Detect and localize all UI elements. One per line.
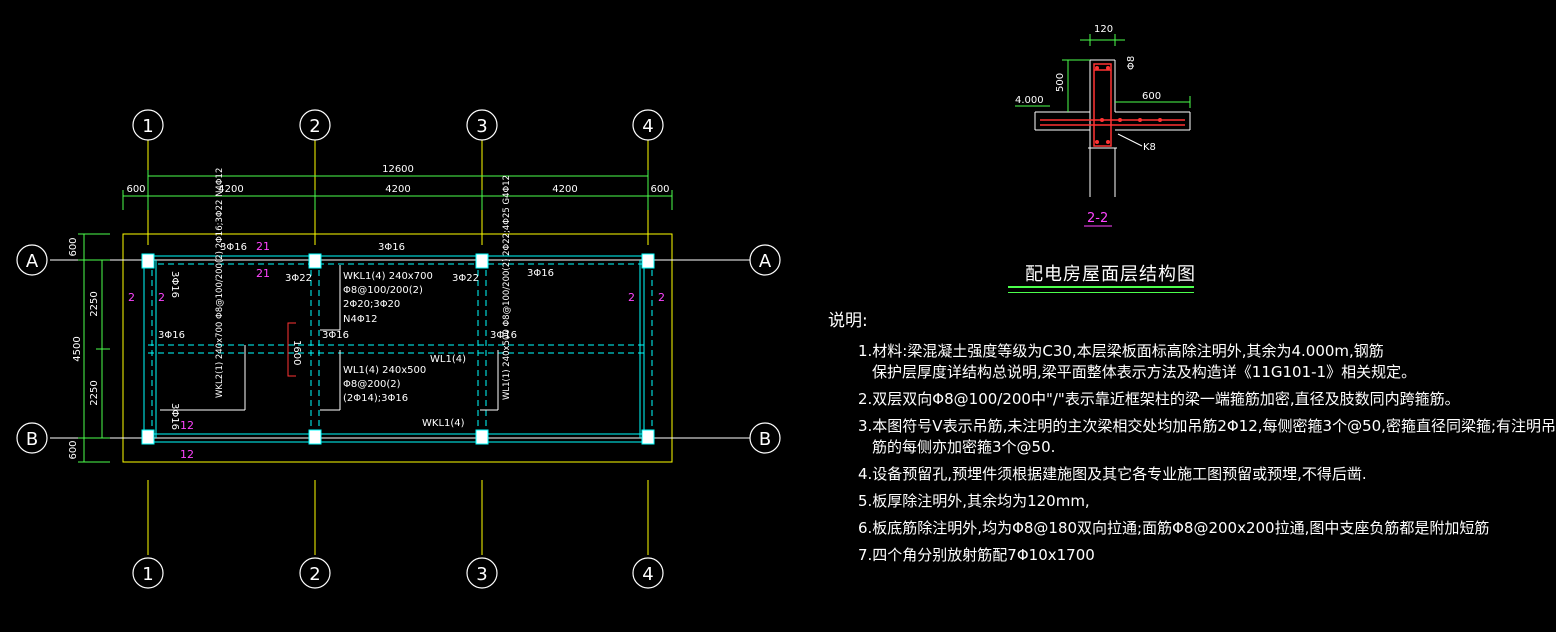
axis-label-A-right: A <box>759 251 772 272</box>
section-mark-12-b: 12 <box>180 448 194 461</box>
dim-left-1: 2250 <box>89 291 100 316</box>
label-mid-center: 3Φ16 <box>322 330 349 341</box>
section-mark-21-a: 21 <box>256 240 270 253</box>
dim-top-2: 4200 <box>385 184 410 195</box>
label-mid-right: 3Φ16 <box>490 330 517 341</box>
top-dimensions <box>122 170 673 210</box>
structure-drawing: 1 2 3 4 1 2 3 4 A B A B 12600 600 4200 4… <box>16 24 1191 589</box>
grid-lines <box>147 140 649 555</box>
axis-bubble-B-right <box>749 422 781 454</box>
label-wl1-2: Φ8@200(2) <box>343 379 401 390</box>
section-mark-12-a: 12 <box>180 419 194 432</box>
section-detail: 120 500 600 4.000 Φ8 K8 2-2 <box>1015 24 1191 227</box>
axis-label-1-top: 1 <box>142 116 153 137</box>
label-wkl1-1: WKL1(4) 240x700 <box>343 271 433 282</box>
note-3-cont: 筋的每侧亦加密箍3个@50. <box>872 438 1056 456</box>
slab-outline <box>122 233 673 463</box>
axis-label-4-top: 4 <box>642 116 653 137</box>
axis-label-B-right: B <box>759 429 771 450</box>
axis-bubble-2-top <box>299 109 331 141</box>
axis-bubble-4-bottom <box>632 557 664 589</box>
axis-bubble-A-right <box>749 244 781 276</box>
label-wl1-1: WL1(4) 240x500 <box>343 365 426 376</box>
axis-bubble-1-bottom <box>132 557 164 589</box>
section-mark-2-left-a: 2 <box>128 291 135 304</box>
leader-lines <box>160 265 499 411</box>
axis-label-2-bottom: 2 <box>309 564 320 585</box>
section-dim-600: 600 <box>1142 91 1161 102</box>
axis-bubble-3-bottom <box>466 557 498 589</box>
dim-left-3: 600 <box>68 440 79 459</box>
axis-label-3-top: 3 <box>476 116 487 137</box>
note-4: 4.设备预留孔,预埋件须根据建施图及其它各专业施工图预留或预埋,不得后凿. <box>858 465 1367 483</box>
section-dim-120: 120 <box>1094 24 1113 35</box>
note-5: 5.板厚除注明外,其余均为120mm, <box>858 492 1090 510</box>
section-mark-2-left-b: 2 <box>158 291 165 304</box>
dim-top-0: 600 <box>126 184 145 195</box>
title-underline <box>1008 286 1194 288</box>
label-a1: 3Φ22 <box>285 273 312 284</box>
label-wkl1-bottom: WKL1(4) <box>422 418 465 429</box>
section-mark-21-b: 21 <box>256 267 270 280</box>
axis-label-A-left: A <box>26 251 39 272</box>
grid-lines-horizontal <box>50 259 750 439</box>
note-1-cont: 保护层厚度详结构总说明,梁平面整体表示方法及构造详《11G101-1》相关规定。 <box>872 363 1417 381</box>
dim-top-3: 4200 <box>552 184 577 195</box>
dim-top-4: 600 <box>650 184 669 195</box>
dim-left-0: 600 <box>68 237 79 256</box>
label-top-left: 3Φ16 <box>220 242 247 253</box>
label-left-v: 3Φ16 <box>169 271 180 298</box>
label-top-mid: 3Φ16 <box>378 242 405 253</box>
axis-label-2-top: 2 <box>309 116 320 137</box>
section-label: 2-2 <box>1087 211 1108 226</box>
note-2: 2.双层双向Φ8@100/200中"/"表示靠近框架柱的梁一端箍筋加密,直径及肢… <box>858 390 1460 408</box>
dim-left-total: 4500 <box>72 336 83 361</box>
note-1: 1.材料:梁混凝土强度等级为C30,本层梁板面标高除注明外,其余为4.000m,… <box>858 342 1384 360</box>
columns <box>141 253 655 445</box>
note-6: 6.板底筋除注明外,均为Φ8@180双向拉通;面筋Φ8@200x200拉通,图中… <box>858 519 1490 537</box>
notes-heading: 说明: <box>828 311 868 331</box>
section-rebar: Φ8 <box>1126 56 1137 70</box>
axis-bubble-B-left <box>16 422 48 454</box>
axis-label-4-bottom: 4 <box>642 564 653 585</box>
axis-bubble-2-bottom <box>299 557 331 589</box>
section-elev: 4.000 <box>1015 95 1044 106</box>
label-wl1-3: (2Φ14);3Φ16 <box>343 393 408 404</box>
label-left-v2: 3Φ16 <box>169 403 180 430</box>
label-wkl2-vertical: WKL2(1) 240x700 Φ8@100/200(2) 2Φ16;3Φ22 … <box>215 168 225 398</box>
axis-label-3-bottom: 3 <box>476 564 487 585</box>
dim-left-2: 2250 <box>89 380 100 405</box>
label-dim-1600: 1600 <box>291 340 302 365</box>
label-wkl1-3: 2Φ20;3Φ20 <box>343 299 400 310</box>
note-7: 7.四个角分别放射筋配7Φ10x1700 <box>858 546 1095 564</box>
section-mark-2-right-b: 2 <box>658 291 665 304</box>
axis-bubble-4-top <box>632 109 664 141</box>
label-wkl1-2: Φ8@100/200(2) <box>343 285 423 296</box>
notes-block: 说明: 1.材料:梁混凝土强度等级为C30,本层梁板面标高除注明外,其余为4.0… <box>828 306 1556 566</box>
section-dim-500: 500 <box>1055 73 1066 92</box>
dim-top-1: 4200 <box>218 184 243 195</box>
title-underline-thin <box>1008 292 1194 293</box>
left-dimensions <box>78 233 110 463</box>
label-a3: 3Φ16 <box>527 268 554 279</box>
label-wl1-vertical: WL1(1) 240x500 Φ8@100/200(2) 2Φ22;4Φ25 G… <box>502 175 512 400</box>
note-3: 3.本图符号V表示吊筋,未注明的主次梁相交处均加吊筋2Φ12,每侧密箍3个@50… <box>858 417 1556 435</box>
label-mid-left: 3Φ16 <box>158 330 185 341</box>
beams <box>143 255 653 443</box>
label-a2: 3Φ22 <box>452 273 479 284</box>
drawing-title: 配电房屋面层结构图 <box>1025 264 1196 285</box>
axis-bubble-1-top <box>132 109 164 141</box>
label-wkl1-4: N4Φ12 <box>343 314 377 325</box>
axis-bubble-A-left <box>16 244 48 276</box>
section-mark-2-right-a: 2 <box>628 291 635 304</box>
axis-label-1-bottom: 1 <box>142 564 153 585</box>
red-mark <box>287 322 296 377</box>
axis-label-B-left: B <box>26 429 38 450</box>
label-wl1-mid: WL1(4) <box>430 354 466 365</box>
section-k8: K8 <box>1143 142 1156 153</box>
axis-bubble-3-top <box>466 109 498 141</box>
dim-total-top: 12600 <box>382 164 414 175</box>
